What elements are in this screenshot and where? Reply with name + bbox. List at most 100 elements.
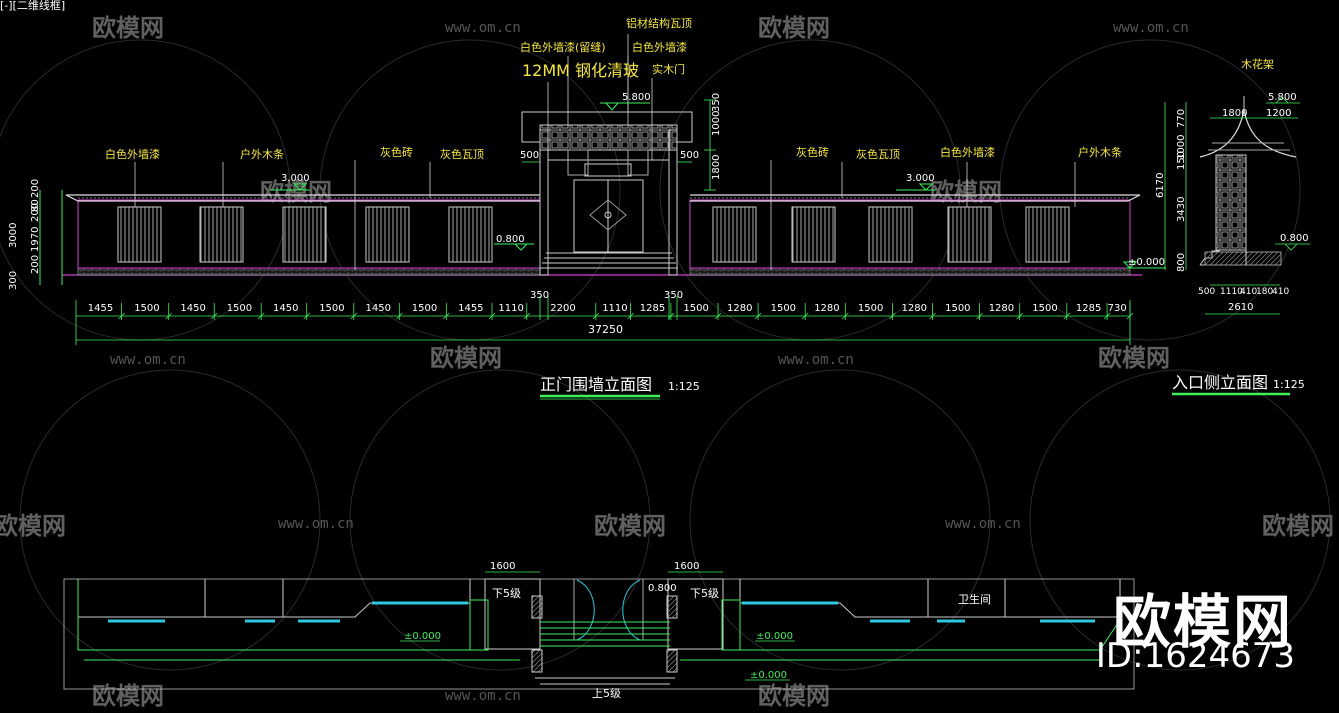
floor-plan: 1600 1600 下5级 下5级 上5级 0.800 卫生间 ±0.000 ±…: [63, 561, 1135, 700]
front-elevation-title: 正门围墙立面图: [540, 375, 652, 394]
bottom-dim-slash-1: [165, 312, 172, 320]
callout-glass: 12MM 钢化清玻: [522, 61, 639, 80]
wm-brand-11: 欧模网: [930, 178, 1002, 206]
wm-site-6: www.om.cn: [945, 516, 1021, 532]
wm-site-4: www.om.cn: [778, 352, 854, 368]
callout-grey-tile-2: 灰色瓦顶: [856, 147, 900, 161]
level-ground: ±0.000: [1128, 257, 1165, 268]
bottom-dim-7: 1500: [412, 303, 437, 314]
bottom-dim-slash-20: [1016, 312, 1023, 320]
bottom-dim-0: 1455: [88, 303, 113, 314]
bottom-dim-18: 1280: [902, 303, 927, 314]
dim-gate-right: 500: [680, 150, 699, 161]
wm-site-1: www.om.cn: [445, 20, 521, 36]
bottom-dim-6: 1450: [366, 303, 391, 314]
dim-350-right: 350: [664, 290, 683, 301]
dim-total: 37250: [588, 323, 623, 336]
bottom-dim-4: 1450: [273, 303, 298, 314]
callout-white-paint-top: 白色外墙漆: [632, 40, 687, 54]
bottom-dim-8: 1455: [458, 303, 483, 314]
plan-level-1: ±0.000: [404, 631, 441, 642]
plan-dim-1600-right: 1600: [674, 561, 699, 572]
level-wall-left: 3.000: [281, 173, 310, 184]
callout-outdoor-wood-2: 户外木条: [1078, 145, 1122, 159]
plan-stairs-down-left: 下5级: [492, 587, 521, 600]
bottom-dim-slash-22: [1103, 312, 1111, 320]
callout-pergola: 木花架: [1241, 58, 1274, 71]
dim-gate-1800: 1800: [711, 155, 722, 180]
callout-grey-brick-2: 灰色砖: [796, 145, 829, 159]
side-elevation: 5.800 0.800 1800 1200 770 1000 150 3430 …: [1155, 92, 1310, 396]
callout-white-paint-1: 白色外墙漆: [105, 147, 160, 161]
bottom-dim-slash-15: [801, 312, 809, 320]
side-bottom-1: 1110: [1220, 287, 1243, 297]
bottom-dim-slash-0: [118, 312, 125, 320]
wood-panels: [117, 206, 1070, 263]
bottom-dim-5: 1500: [319, 303, 344, 314]
wm-brand-8: 欧模网: [92, 682, 164, 710]
side-bottom-2: 410: [1240, 287, 1257, 297]
left-dim-5: 200: [30, 255, 41, 274]
wm-brand-5: 欧模网: [0, 512, 66, 540]
wm-brand-4: 欧模网: [1098, 344, 1170, 372]
level-step: 0.800: [496, 234, 525, 245]
level-gate-top: 5.800: [622, 92, 651, 103]
wm-brand-3: 欧模网: [430, 344, 502, 372]
left-dim-3: 1970: [30, 227, 41, 252]
side-bottom-0: 500: [1198, 287, 1215, 297]
bottom-dim-13: 1500: [683, 303, 708, 314]
side-dim-1800: 1800: [1222, 108, 1247, 119]
plan-level-2: ±0.000: [756, 631, 793, 642]
callout-white-paint-gap: 白色外墙漆(留缝): [520, 40, 606, 54]
plan-room-toilet: 卫生间: [958, 592, 991, 606]
bottom-dim-slash-12: [667, 312, 675, 320]
wm-brand-1: 欧模网: [92, 14, 164, 42]
watermark-id: ID:1624673: [1095, 636, 1295, 676]
bottom-dim-slash-8: [488, 312, 496, 320]
side-left-dim-1: 1000: [1176, 135, 1187, 160]
bottom-dim-20: 1280: [989, 303, 1014, 314]
bottom-dim-2: 1450: [180, 303, 205, 314]
bottom-dim-slash-10: [592, 312, 600, 320]
watermark-big-brand: 欧模网: [1112, 588, 1293, 656]
front-elevation-scale: 1:125: [668, 380, 700, 393]
plan-level-3: ±0.000: [750, 670, 787, 681]
bottom-dim-slash-4: [303, 312, 310, 320]
bottom-dim-slash-5: [350, 312, 358, 320]
bottom-dim-11: 1110: [602, 303, 627, 314]
plan-stairs-down-right: 下5级: [690, 587, 719, 600]
left-dim-1: 80: [30, 199, 41, 212]
plan-stairs-up: 上5级: [592, 687, 621, 700]
level-wall-right: 3.000: [906, 173, 935, 184]
bottom-dim-slash-18: [929, 312, 936, 320]
bottom-dim-ticks: [118, 303, 1134, 320]
bottom-dim-slash-14: [754, 312, 762, 320]
wm-brand-6: 欧模网: [594, 512, 666, 540]
main-gate: [521, 111, 693, 276]
side-total-height: 6170: [1155, 173, 1166, 198]
watermark-site-texts: www.om.cn www.om.cn www.om.cn www.om.cn …: [110, 20, 1189, 704]
dim-gate-left: 500: [520, 150, 539, 161]
front-elevation: 白色外墙漆 户外木条 灰色砖 灰色瓦顶 灰色砖 灰色瓦顶 白色外墙漆 户外木条 …: [8, 16, 1274, 400]
bottom-dim-21: 1500: [1032, 303, 1057, 314]
callout-grey-brick-1: 灰色砖: [380, 145, 413, 159]
side-left-dim-2: 150: [1176, 151, 1187, 170]
left-dim-4: 3000: [8, 223, 19, 248]
bottom-dim-slash-16: [842, 312, 849, 320]
bottom-dim-slash-21: [1063, 312, 1071, 320]
left-dim-0: 200: [30, 179, 41, 198]
bottom-dim-1: 1500: [134, 303, 159, 314]
viewport-label[interactable]: [-][二维线框]: [0, 0, 66, 12]
plan-dim-1600-left: 1600: [490, 561, 515, 572]
side-bottom-4: 410: [1272, 287, 1289, 297]
side-level-top: 5.800: [1268, 92, 1297, 103]
left-dim-6: 300: [8, 271, 19, 290]
bottom-dim-slash-19: [976, 312, 983, 320]
callout-outdoor-wood-1: 户外木条: [240, 147, 284, 161]
bottom-dim-12: 1285: [640, 303, 665, 314]
side-bottom-3: 180: [1256, 287, 1273, 297]
side-left-dim-0: 770: [1176, 109, 1187, 128]
callout-grey-tile-1: 灰色瓦顶: [440, 147, 484, 161]
wm-brand-9: 欧模网: [758, 682, 830, 710]
